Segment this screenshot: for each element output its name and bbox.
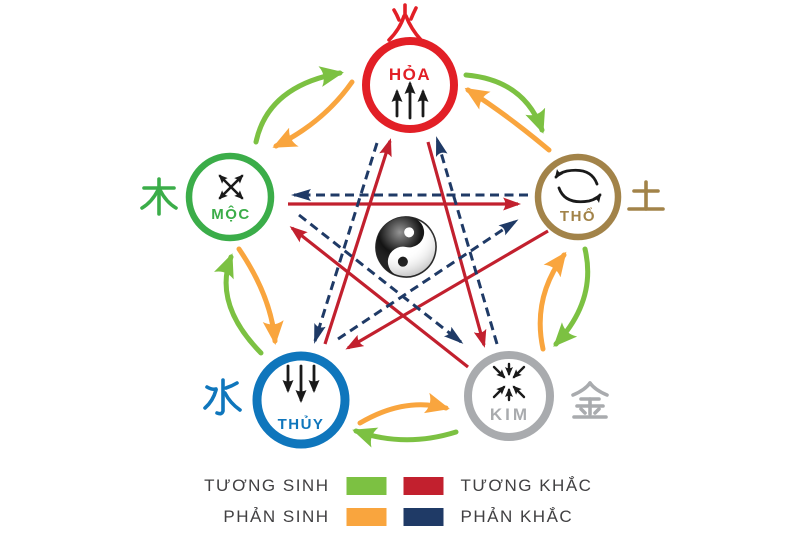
legend-label-tuong-khac: TƯƠNG KHẮC [460,476,593,495]
legend-swatch-tuong-sinh [346,477,387,495]
hanzi-water-glyph [203,378,242,416]
legend: TƯƠNG SINH TƯƠNG KHẮC PHẢN SINH PHẢN KHẮ… [162,476,639,527]
element-node-metal: KIM [464,351,554,441]
phan-khac-arrow-moc-kim [298,213,464,344]
phan-sinh-arrows [236,79,567,426]
phan-sinh-arrow-tho-hoa [464,87,552,153]
converging-arrows-icon [492,362,526,402]
sinh-arrow-thuy-moc [214,253,264,356]
legend-label-phan-khac: PHẢN KHẮC [460,507,574,526]
legend-label-tuong-sinh: TƯƠNG SINH [204,476,330,495]
phan-sinh-arrow-moc-thuy [236,246,284,345]
yin-yang-icon [375,216,437,278]
rising-arrows-icon [391,81,429,120]
earth-label: THỔ [560,207,596,225]
legend-swatch-phan-khac [403,508,444,526]
khac-arrow-hoa-kim [426,141,487,348]
tuong-sinh-arrows [214,66,591,448]
wood-label: MỘC [211,205,251,223]
expanding-arrows-icon [218,174,244,200]
fire-label: HỎA [389,65,431,84]
sinh-arrow-hoa-tho [463,72,546,134]
phan-khac-arrow-hoa-thuy [313,142,379,344]
legend-swatch-phan-sinh [346,508,387,526]
sinh-arrow-moc-hoa [253,66,344,145]
legend-row-sinh-khac: TƯƠNG SINH TƯƠNG KHẮC [162,476,639,496]
sinh-arrow-kim-thuy [352,427,459,448]
khac-arrow-kim-moc [289,226,469,369]
hanzi-wood-glyph [140,177,178,216]
cycle-arrows-icon [554,168,602,204]
element-node-wood: MỘC [185,152,275,242]
phan-sinh-arrow-kim-tho [537,251,567,352]
legend-swatch-tuong-khac [403,477,444,495]
water-label: THỦY [278,415,325,433]
legend-label-phan-sinh: PHẢN SINH [223,507,330,526]
khac-arrow-tho-thuy [345,229,549,350]
wood-circle [185,152,275,242]
hanzi-earth-glyph [627,180,665,211]
tuong-khac-arrows [288,138,549,369]
phan-khac-arrow-thuy-tho [337,219,519,341]
phan-sinh-arrow-thuy-kim [357,392,450,426]
phan-sinh-arrow-hoa-moc [272,79,355,149]
sinh-arrow-tho-kim [553,246,591,347]
khac-arrow-thuy-hoa [323,138,392,345]
hanzi-fire-glyph [387,3,423,42]
legend-row-phan: PHẢN SINH PHẢN KHẮC [162,507,639,527]
metal-label: KIM [490,405,530,424]
element-node-earth: THỔ [534,153,622,241]
element-node-water: THỦY [252,351,350,449]
element-node-fire: HỎA [362,37,458,133]
phan-khac-arrows [291,136,528,345]
falling-arrows-icon [282,364,320,403]
hanzi-metal-glyph [571,381,609,419]
phan-khac-arrow-kim-hoa [435,136,499,345]
